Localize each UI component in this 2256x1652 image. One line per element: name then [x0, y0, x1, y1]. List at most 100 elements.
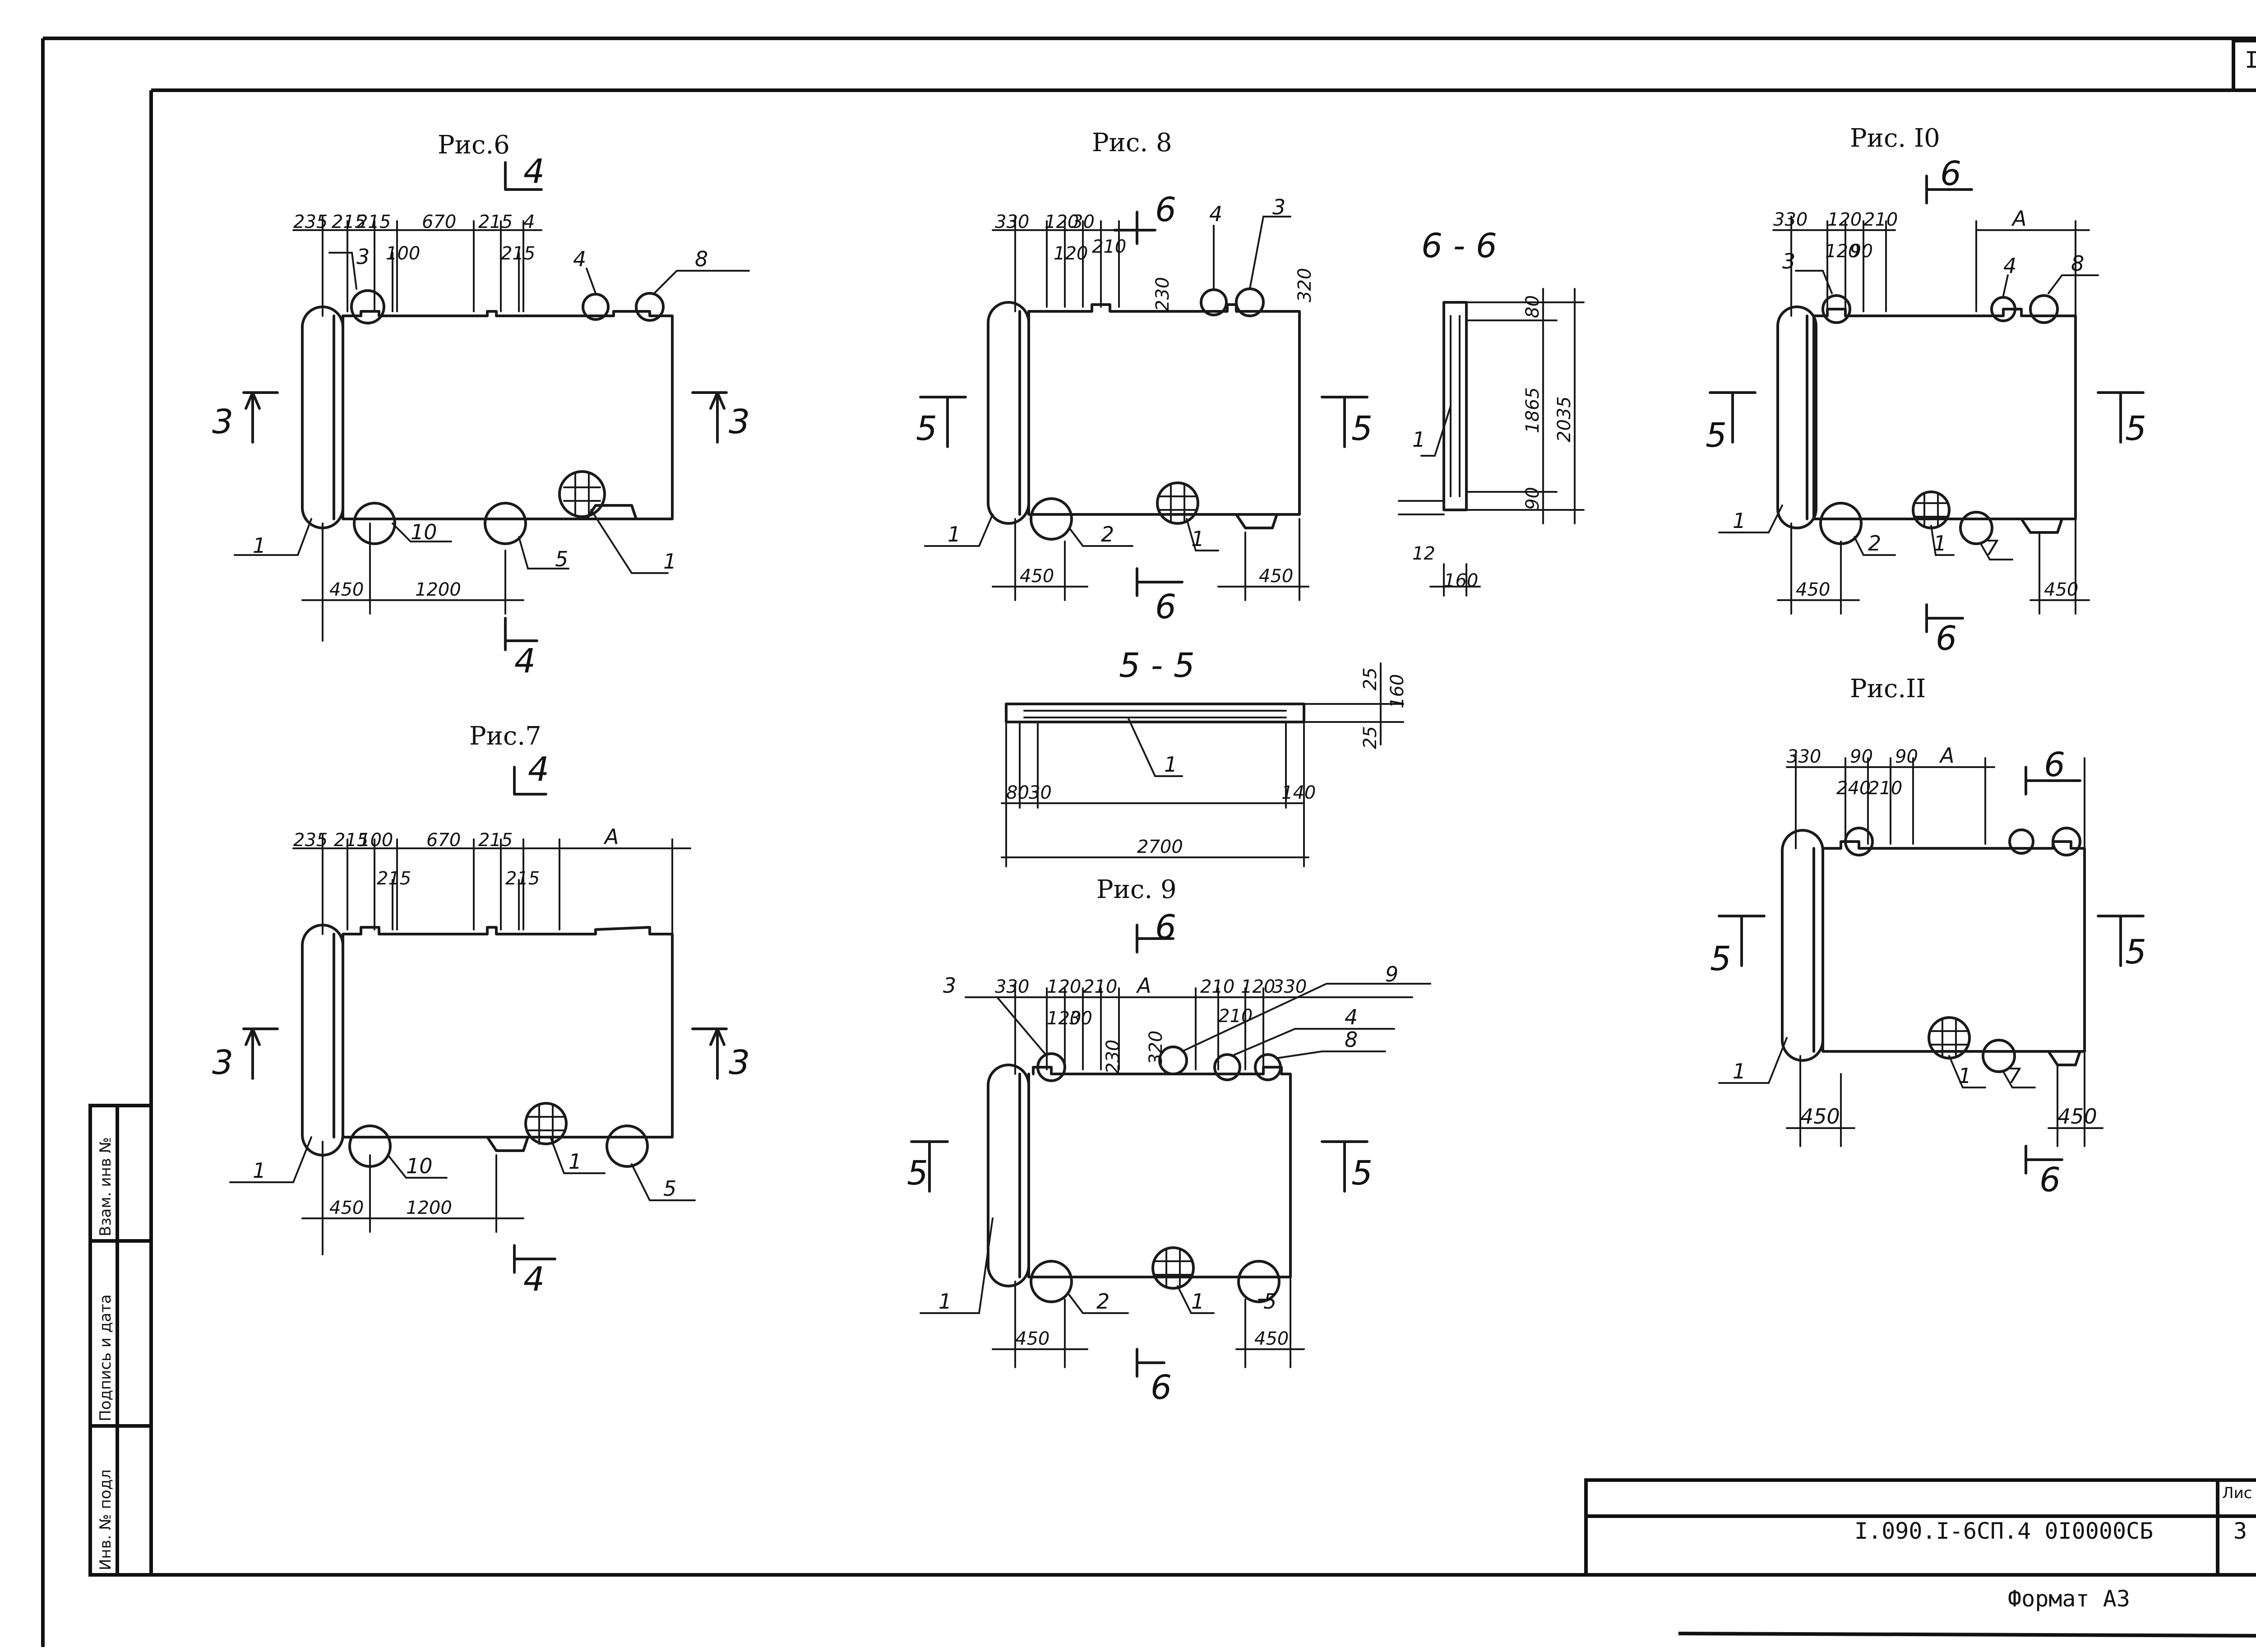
svg-text:330: 330: [1787, 746, 1821, 767]
svg-text:4: 4: [523, 212, 535, 232]
fig9-title: Рис. 9: [1096, 875, 1177, 904]
svg-text:450: 450: [2044, 579, 2078, 600]
fig9-side-left: 5: [907, 1154, 928, 1193]
svg-text:7: 7: [2008, 1064, 2021, 1088]
svg-text:450: 450: [1254, 1328, 1289, 1349]
svg-text:80: 80: [1522, 295, 1543, 318]
svg-text:450: 450: [329, 579, 364, 600]
fig6-detail-10-circle: [353, 502, 396, 545]
page-number: I4: [2245, 47, 2256, 73]
fig11-bottom-dim-left: 450: [1800, 1104, 1840, 1129]
section-6-6: 6 - 6 80 1865 2035 90 12 160 1: [1398, 227, 1585, 597]
fig7-side-left: 3: [212, 1043, 233, 1082]
svg-text:450: 450: [1020, 566, 1054, 587]
sheet-frame: [41, 37, 2256, 1647]
fig10-section-bottom: 6: [1936, 619, 1957, 658]
svg-text:4: 4: [1209, 202, 1222, 226]
svg-text:1: 1: [1933, 531, 1946, 555]
svg-text:215: 215: [501, 243, 535, 264]
svg-text:235: 235: [293, 830, 328, 851]
svg-text:215: 215: [332, 212, 366, 232]
svg-text:2: 2: [1868, 531, 1881, 555]
fig6-section-bottom: 4: [514, 642, 536, 680]
fig11-title: Рис.II: [1850, 674, 1926, 703]
svg-text:80: 80: [1006, 782, 1029, 803]
svg-text:1: 1: [569, 1149, 582, 1174]
fig8-side-left: 5: [916, 409, 937, 448]
fig6-detail-3-circle: [350, 289, 385, 324]
svg-text:160: 160: [1444, 570, 1478, 591]
fig11-side-right: 5: [2125, 933, 2146, 972]
svg-text:120: 120: [1045, 212, 1079, 232]
svg-text:3: 3: [1782, 249, 1795, 273]
fig6-detail-8-circle: [635, 292, 665, 322]
fig8-section-bottom: 6: [1155, 588, 1176, 626]
svg-text:3: 3: [1272, 195, 1285, 219]
svg-text:120: 120: [1054, 243, 1088, 264]
svg-text:215: 215: [356, 212, 391, 232]
svg-text:215: 215: [377, 868, 411, 889]
svg-text:230: 230: [1103, 1040, 1123, 1074]
sec55-title: 5 - 5: [1119, 646, 1195, 685]
svg-text:120: 120: [1825, 241, 1859, 262]
fig8-side-right: 5: [1351, 409, 1373, 448]
svg-text:30: 30: [1069, 1008, 1092, 1029]
fig8-title: Рис. 8: [1092, 128, 1172, 157]
svg-text:1200: 1200: [406, 1198, 452, 1218]
svg-text:30: 30: [1072, 212, 1095, 232]
svg-text:450: 450: [1259, 566, 1293, 587]
figure-11: Рис.II 330 90 90 A 240 210 6 6 5 5 450 4…: [1710, 674, 2146, 1199]
section-5-5: 5 - 5 25 160 25 80 30 140 2700 1: [1001, 646, 1408, 867]
svg-text:320: 320: [1146, 1031, 1166, 1065]
figure-9: Рис. 9 330 120 30 120 210 A 210 120 330 …: [907, 875, 1431, 1407]
sheet-number: 3: [2233, 1518, 2247, 1544]
svg-text:1865: 1865: [1522, 387, 1543, 433]
side-stamp-inv: Инв. № подл: [97, 1469, 115, 1570]
svg-text:10: 10: [406, 1154, 433, 1178]
svg-text:670: 670: [422, 212, 456, 232]
fig11-side-left: 6: [2039, 1161, 2061, 1199]
svg-text:670: 670: [426, 830, 461, 851]
title-block: I.090.I-6СП.4 0I0000СБ Лис 3 Формат А3: [1584, 1478, 2256, 1612]
fig10-title: Рис. I0: [1850, 124, 1940, 153]
svg-text:2700: 2700: [1137, 837, 1183, 857]
svg-text:140: 140: [1281, 782, 1316, 803]
svg-text:1: 1: [1164, 752, 1177, 777]
page-number-box: I4: [2232, 39, 2256, 90]
fig9-section-top: 6: [1155, 908, 1176, 947]
svg-text:1: 1: [1733, 1059, 1746, 1083]
svg-text:30: 30: [1029, 782, 1052, 803]
side-stamp: Инв. № подл Подпись и дата Взам. инв №: [88, 1104, 153, 1577]
svg-text:120: 120: [1827, 209, 1862, 230]
figure-7: Рис.7 235 215 100 670 215 215 215 A 4 4 …: [212, 722, 750, 1299]
svg-text:215: 215: [478, 830, 513, 851]
figure-8: Рис. 8 330 120 30 120 210 230 320 6 6 5 …: [916, 128, 1373, 626]
fig7-section-bottom: 4: [523, 1260, 545, 1299]
svg-text:5: 5: [555, 547, 568, 571]
svg-text:4: 4: [2003, 254, 2016, 278]
figure-6: Рис.6 235 215 215 670 215 100 215 4 4 4 …: [212, 130, 750, 680]
side-stamp-replace: Взам. инв №: [97, 1137, 115, 1236]
svg-text:450: 450: [1015, 1328, 1049, 1349]
fig10-section-top: 6: [1940, 154, 1961, 193]
svg-text:2035: 2035: [1554, 396, 1575, 442]
svg-text:330: 330: [995, 212, 1029, 232]
svg-text:235: 235: [293, 212, 328, 232]
fig6-section-top: 4: [523, 152, 545, 191]
svg-text:1: 1: [948, 522, 961, 546]
fig11-section-top: 6: [2044, 745, 2065, 784]
svg-text:5: 5: [663, 1176, 676, 1201]
svg-text:25: 25: [1360, 667, 1381, 690]
fig6-title: Рис.6: [438, 130, 510, 160]
fig7-title: Рис.7: [469, 722, 541, 751]
svg-text:8: 8: [1345, 1027, 1358, 1052]
svg-text:25: 25: [1360, 726, 1381, 749]
svg-text:215: 215: [505, 868, 540, 889]
svg-text:215: 215: [334, 830, 368, 851]
svg-text:100: 100: [386, 243, 420, 264]
fig7-hatch-circle: [524, 1102, 568, 1145]
fig11-bottom-dim-right: 450: [2057, 1104, 2097, 1129]
fig6-hatch-circle: [558, 470, 606, 518]
svg-text:1: 1: [938, 1289, 952, 1314]
svg-text:120: 120: [1241, 976, 1275, 997]
